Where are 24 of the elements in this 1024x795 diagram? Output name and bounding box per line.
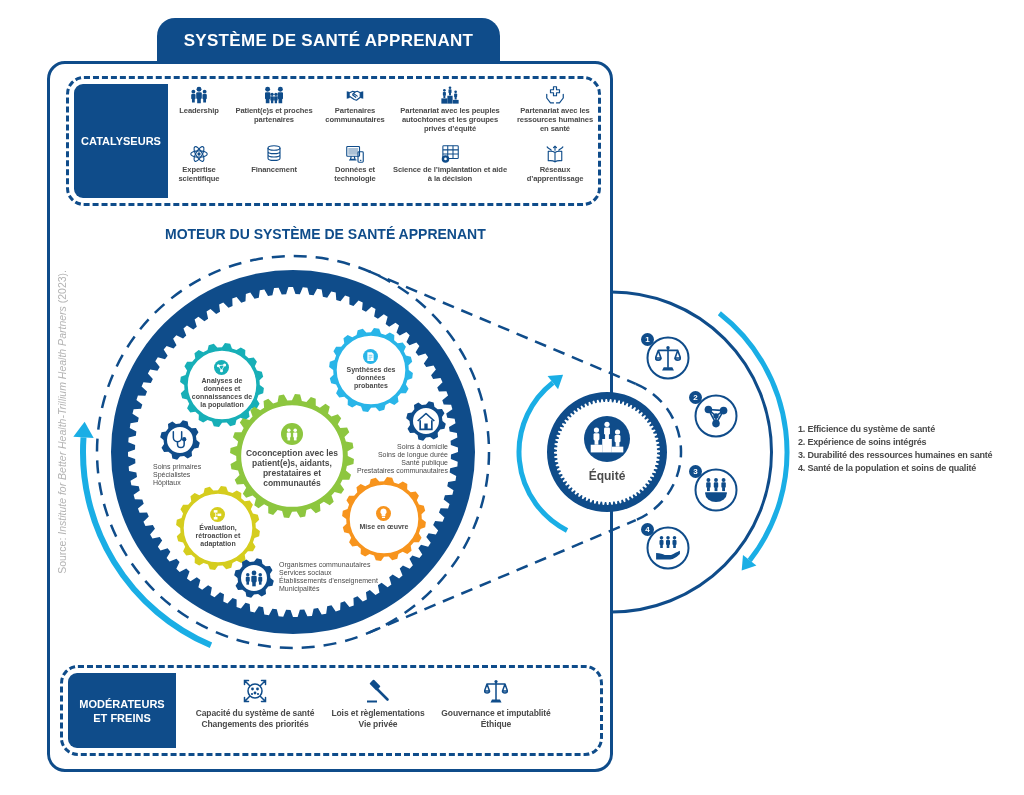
section-header: CATALYSEURS (74, 84, 168, 198)
item-label: Éthique (480, 718, 512, 729)
title-banner: SYSTÈME DE SANTÉ APPRENANT (157, 18, 500, 64)
gear-label: Équité (588, 469, 626, 483)
number-badge: 1 (641, 333, 654, 346)
item-label: Vie privée (358, 718, 398, 729)
number-badge: 2 (689, 391, 702, 404)
number-badge: 3 (689, 465, 702, 478)
list-item: 2. Expérience de soins intégrés (798, 437, 927, 448)
dashed-panel (60, 665, 603, 756)
section-header: MODÉRATEURS ET FREINS (68, 673, 176, 748)
list-item: 4. Santé de la population et soins de qualité (798, 463, 977, 474)
item-label: Changements des priorités (201, 718, 309, 729)
item-label: Lois et règlementations (331, 708, 425, 719)
dashed-panel (66, 76, 601, 206)
item-label: Gouvernance et imputablité (441, 708, 551, 719)
number-badge: 4 (641, 523, 654, 536)
section-heading: MOTEUR DU SYSTÈME DE SANTÉ APPRENANT (165, 226, 486, 243)
item-label: Capacité du système de santé (195, 708, 315, 719)
list-item: 1. Efficience du système de santé (798, 424, 935, 435)
gear-label: Coconception avec les patient(e)s, aidants, prestataires et communautés (244, 448, 340, 489)
source-note: Source: Institute for Better Health-Trillium Health Partners (2023). (56, 270, 68, 574)
connector-line (368, 270, 637, 385)
list-item: 3. Durabilité des ressources humaines en santé (798, 450, 993, 461)
